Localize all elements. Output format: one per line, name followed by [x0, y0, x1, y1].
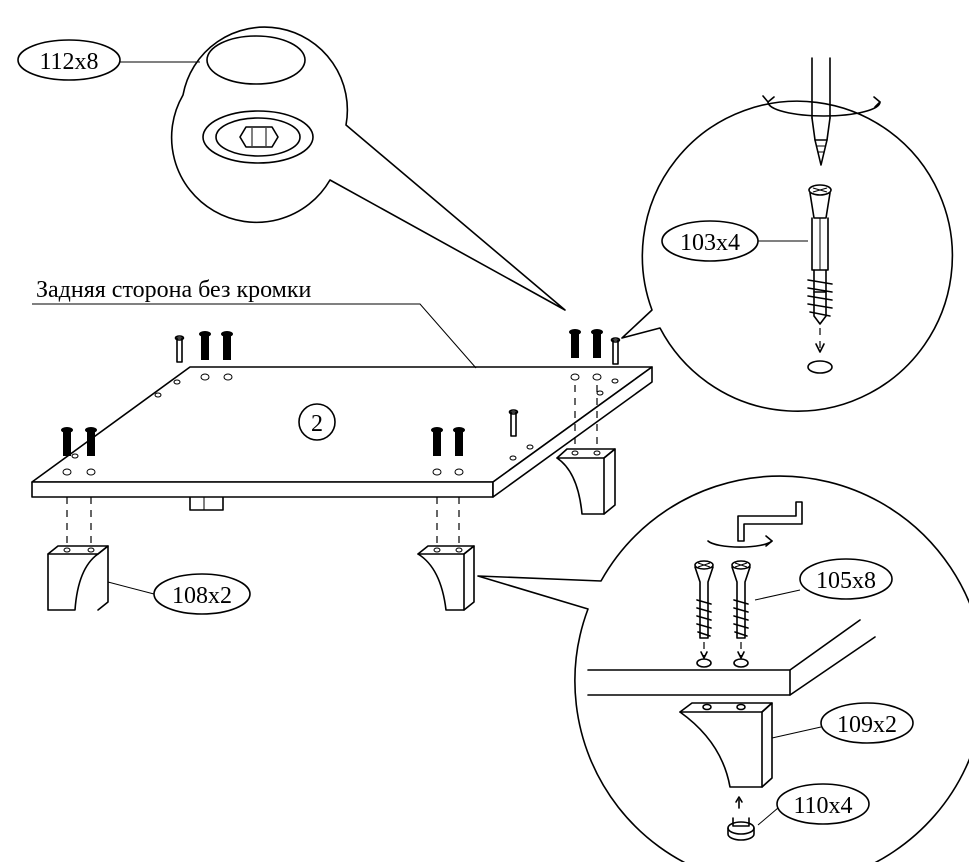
callout-109: 109x2: [837, 712, 897, 738]
leg-detail: 105x8 109x2 110x4: [477, 475, 969, 867]
callout-105: 105x8: [816, 568, 876, 594]
callout-103: 103x4: [680, 230, 740, 256]
callout-108: 108x2: [172, 583, 232, 609]
panel-number: 2: [311, 411, 323, 437]
labels: Задняя сторона без кромки 112x8 108x2: [17, 39, 477, 615]
fasteners: [61, 329, 621, 456]
cam-cover-detail: [170, 26, 566, 311]
back-side-label: Задняя сторона без кромки: [36, 277, 312, 303]
cam-bolt-detail: 103x4: [621, 57, 954, 412]
legs: [47, 385, 616, 611]
panel-2: 2: [31, 366, 653, 511]
callout-110: 110x4: [793, 793, 852, 819]
callout-112: 112x8: [39, 49, 98, 75]
